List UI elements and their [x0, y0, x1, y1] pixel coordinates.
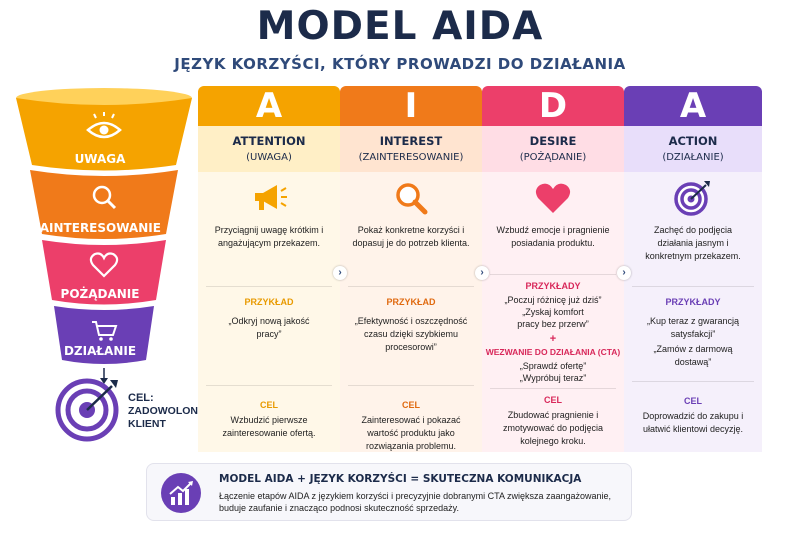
goal-line-2: ZADOWOLONY: [128, 405, 205, 417]
funnel-goal-label: CEL: ZADOWOLONY KLIENT: [128, 392, 205, 431]
funnel-label-uwaga: UWAGA: [74, 152, 126, 166]
divider: [632, 286, 754, 287]
aida-funnel: UWAGA ZAINTERESOWANIE POŻĄDANIE DZIAŁANI…: [0, 0, 200, 533]
funnel-label-pozadanie: POŻĄDANIE: [60, 287, 140, 301]
goal-text: Wzbudzić pierwsze zainteresowanie ofertą…: [222, 415, 316, 438]
column-title-pl: (UWAGA): [246, 152, 292, 163]
funnel-top-rim: [16, 88, 192, 108]
column-title-en: ACTION: [668, 134, 718, 148]
column-letter: A: [198, 86, 340, 126]
funnel-stage-pozadanie: [42, 240, 166, 305]
megaphone-icon: [198, 176, 340, 220]
column-title-en: INTEREST: [379, 134, 443, 148]
divider: [206, 385, 332, 386]
example-text: „Odkryj nową jakość pracy”: [228, 316, 310, 339]
column-title-pl: (POŻĄDANIE): [519, 152, 587, 163]
funnel-graphic: [16, 88, 192, 442]
cta-text: „Sprawdź ofertę”: [519, 361, 587, 371]
column-heading: ATTENTION (UWAGA): [198, 126, 340, 172]
eye-icon: [86, 112, 122, 139]
column-description: Pokaż konkretne korzyści i dopasuj je do…: [352, 225, 470, 248]
example-text: „Efektywność i oszczędność czasu dzięki …: [354, 316, 468, 352]
magnifier-icon: [340, 176, 482, 220]
column-action: A ACTION (DZIAŁANIE) Zachęć do podjęcia …: [624, 86, 762, 452]
goal-title: CEL: [684, 396, 702, 406]
divider: [348, 385, 474, 386]
growth-chart-icon: [161, 473, 201, 513]
funnel-label-zainteresowanie: ZAINTERESOWANIE: [31, 221, 161, 235]
divider: [348, 286, 474, 287]
divider: [206, 286, 332, 287]
chevron-right-icon: ›: [617, 266, 631, 280]
goal-text: Doprowadzić do zakupu i ułatwić klientow…: [642, 411, 744, 434]
example-title: PRZYKŁADY: [665, 297, 721, 307]
chevron-right-icon: ›: [333, 266, 347, 280]
example-title: PRZYKŁADY: [525, 281, 581, 291]
column-description: Wzbudź emocje i pragnienie posiadania pr…: [496, 225, 610, 248]
column-interest: I INTEREST (ZAINTERESOWANIE) Pokaż konkr…: [340, 86, 482, 452]
column-letter: A: [624, 86, 762, 126]
summary-title: MODEL AIDA + JĘZYK KORZYŚCI = SKUTECZNA …: [219, 473, 582, 485]
funnel-stage-zainteresowanie: [30, 170, 178, 239]
column-heading: INTEREST (ZAINTERESOWANIE): [340, 126, 482, 172]
funnel-label-dzialanie: DZIAŁANIE: [63, 344, 137, 358]
divider: [490, 388, 616, 389]
column-letter: D: [482, 86, 624, 126]
funnel-arrow-head: [100, 378, 108, 384]
example-title: PRZYKŁAD: [386, 297, 436, 307]
divider: [632, 381, 754, 382]
example-text: „Zamów z darmową dostawą”: [653, 344, 733, 367]
target-icon: [624, 176, 762, 220]
chevron-right-icon: ›: [475, 266, 489, 280]
example-text: „Zyskaj komfort pracy bez przerw”: [517, 307, 589, 329]
summary-box: MODEL AIDA + JĘZYK KORZYŚCI = SKUTECZNA …: [146, 463, 632, 521]
column-description: Zachęć do podjęcia działania jasnym i ko…: [645, 225, 741, 261]
heart-icon: [89, 252, 119, 278]
target-icon: [55, 378, 119, 442]
example-title: PRZYKŁAD: [244, 297, 294, 307]
column-title-en: ATTENTION: [232, 134, 306, 148]
divider: [490, 274, 616, 275]
goal-title: CEL: [260, 400, 278, 410]
example-text: „Poczuj różnicę już dziś”: [504, 295, 602, 305]
goal-line-1: CEL:: [128, 392, 154, 404]
goal-line-3: KLIENT: [128, 418, 166, 430]
column-letter: I: [340, 86, 482, 126]
column-title-pl: (DZIAŁANIE): [662, 152, 724, 163]
plus-sign: +: [549, 333, 557, 345]
page-subtitle: JĘZYK KORZYŚCI, KTÓRY PROWADZI DO DZIAŁA…: [174, 55, 626, 73]
column-attention: A ATTENTION (UWAGA) Przyciągnij uwagę kr…: [198, 86, 340, 452]
summary-text: Łączenie etapów AIDA z językiem korzyści…: [219, 491, 612, 513]
column-desire: D DESIRE (POŻĄDANIE) Wzbudź emocje i pra…: [482, 86, 624, 452]
goal-text: Zainteresować i pokazać wartość produktu…: [361, 415, 461, 451]
cart-icon: [92, 321, 118, 341]
goal-title: CEL: [544, 395, 562, 405]
column-title-en: DESIRE: [529, 134, 577, 148]
cta-text: „Wypróbuj teraz”: [519, 373, 587, 383]
magnifier-icon: [92, 185, 117, 210]
column-title-pl: (ZAINTERESOWANIE): [358, 152, 464, 163]
column-heading: ACTION (DZIAŁANIE): [624, 126, 762, 172]
column-description: Przyciągnij uwagę krótkim i angażującym …: [214, 225, 324, 248]
example-text: „Kup teraz z gwarancją satysfakcji”: [646, 316, 740, 339]
column-heading: DESIRE (POŻĄDANIE): [482, 126, 624, 172]
goal-text: Zbudować pragnienie i zmotywować do podj…: [502, 410, 604, 446]
heart-icon: [482, 176, 624, 220]
goal-title: CEL: [402, 400, 420, 410]
cta-title: WEZWANIE DO DZIAŁANIA (CTA): [485, 347, 621, 357]
page-title: MODEL AIDA: [256, 4, 544, 49]
